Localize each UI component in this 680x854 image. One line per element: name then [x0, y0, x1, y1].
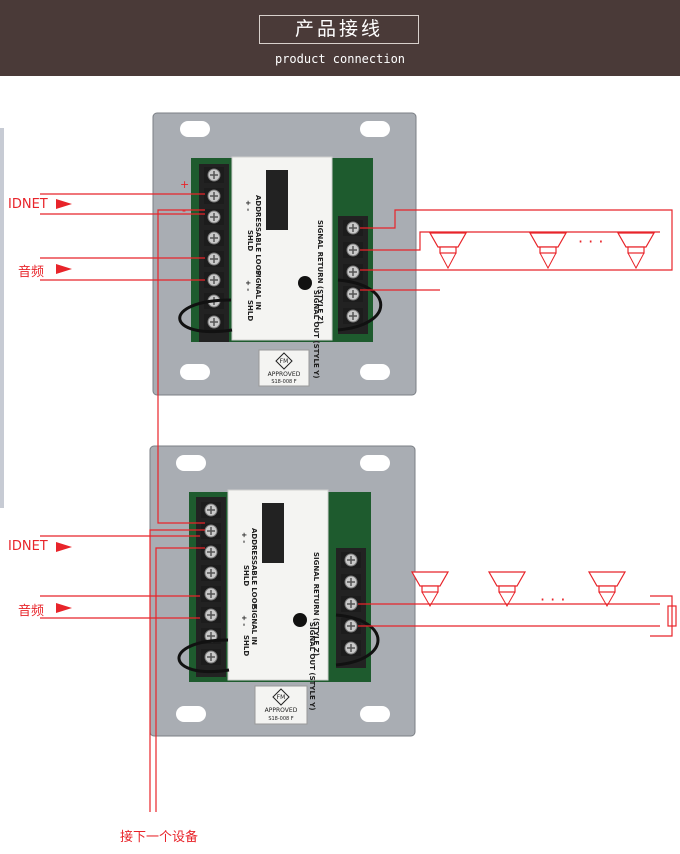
continuation-dots-top: · · ·	[578, 232, 603, 251]
svg-text:SIGNAL OUT (STYLE Y): SIGNAL OUT (STYLE Y)	[308, 622, 316, 710]
svg-text:SIGNAL RETURN (STYLE Z): SIGNAL RETURN (STYLE Z)	[316, 220, 324, 324]
wiring-lines	[40, 193, 677, 812]
right-terminal-block-bottom	[336, 548, 366, 668]
polarity-plus: +	[180, 178, 190, 191]
svg-text:SIGNAL RETURN (STYLE Z): SIGNAL RETURN (STYLE Z)	[312, 552, 320, 656]
svg-text:SHLD: SHLD	[246, 300, 254, 321]
right-terminal-block-top	[338, 216, 368, 334]
polarity-minus: -	[182, 204, 186, 217]
continuation-dots-bottom: · · ·	[540, 590, 565, 609]
horn-top-1	[429, 232, 467, 254]
panel-loop-label: ADDRESSABLE LOOP	[254, 195, 262, 276]
horn-bottom-2	[488, 571, 526, 593]
label-audio-top: 音频	[18, 265, 45, 280]
svg-text:SHLD: SHLD	[246, 230, 254, 251]
svg-text:FM: FM	[277, 694, 286, 701]
label-audio-bottom: 音频	[18, 604, 45, 619]
horn-top-3	[617, 232, 655, 254]
horn-bottom-1	[411, 571, 449, 593]
label-idnet-top: IDNET	[8, 197, 48, 212]
approval-badge-bottom: FM APPROVED S18-008 F	[254, 685, 308, 725]
arrow-audio-bottom	[56, 603, 72, 613]
svg-text:+ -: + -	[240, 615, 248, 626]
svg-text:APPROVED: APPROVED	[268, 371, 301, 378]
horns-top	[429, 232, 655, 270]
svg-text:SHLD: SHLD	[242, 635, 250, 656]
svg-text:FM: FM	[280, 358, 289, 365]
horns-bottom	[411, 571, 626, 608]
svg-text:SIGNAL IN: SIGNAL IN	[254, 270, 262, 310]
module-top: FM APPROVED S18-008 F ADDRESSABLE LOOP +…	[152, 112, 417, 396]
horn-bottom-3	[588, 571, 626, 593]
arrow-audio-top	[56, 264, 72, 274]
page-subtitle: product connection	[274, 52, 406, 66]
arrow-idnet-top	[56, 199, 72, 209]
svg-text:+ -: + -	[244, 280, 252, 291]
module-bottom: FM APPROVED S18-008 F ADDRESSABLE LOOP +…	[149, 445, 416, 737]
approval-badge-top: FM APPROVED S18-008 F	[258, 349, 310, 387]
header-bar: 产品接线 product connection	[0, 0, 680, 76]
svg-text:ADDRESSABLE LOOP: ADDRESSABLE LOOP	[250, 528, 258, 609]
svg-text:SIGNAL OUT (STYLE Y): SIGNAL OUT (STYLE Y)	[312, 290, 320, 378]
left-terminal-block-top	[199, 164, 229, 342]
svg-text:+ -: + -	[244, 200, 252, 211]
svg-text:SIGNAL IN: SIGNAL IN	[250, 605, 258, 645]
svg-text:S18-008 F: S18-008 F	[268, 716, 293, 722]
svg-text:APPROVED: APPROVED	[265, 707, 298, 714]
svg-text:+ -: + -	[240, 532, 248, 543]
label-idnet-bottom: IDNET	[8, 539, 48, 554]
left-terminal-block-bottom	[196, 497, 226, 677]
page-title: 产品接线	[259, 15, 419, 44]
label-next-device: 接下一个设备	[120, 830, 199, 845]
side-decoration	[0, 128, 4, 508]
svg-text:SHLD: SHLD	[242, 565, 250, 586]
svg-text:S18-008 F: S18-008 F	[271, 379, 296, 385]
horn-top-2	[529, 232, 567, 254]
arrow-idnet-bottom	[56, 542, 72, 552]
